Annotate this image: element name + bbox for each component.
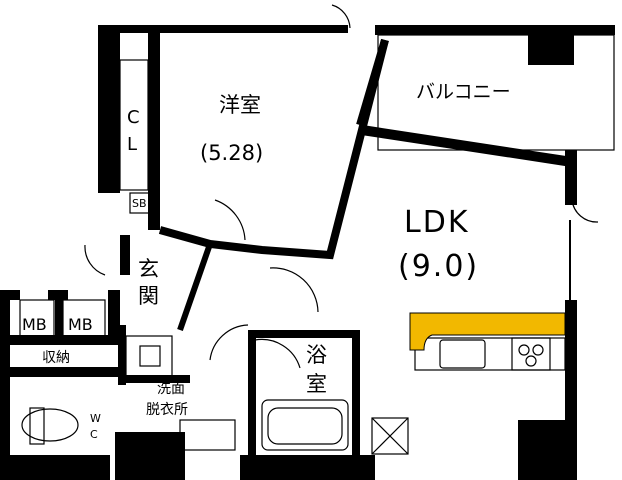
- balcony-outline: [377, 34, 615, 151]
- door-ldk-swing: [571, 199, 599, 223]
- utility-box: [371, 417, 409, 455]
- ldk-size: (9.0): [398, 249, 479, 284]
- wall-balcony-top: [375, 25, 615, 35]
- wall-entrance-left: [120, 235, 130, 275]
- washbasin-inner: [139, 345, 161, 367]
- wall-mb-top: [0, 290, 20, 300]
- bath-label-2: 室: [306, 372, 327, 396]
- utility-x2: [371, 417, 409, 455]
- mb1-outline: [19, 299, 55, 337]
- door-entrance-swing: [269, 267, 319, 313]
- bathtub: [261, 399, 349, 451]
- entrance-label-1: 玄: [138, 257, 159, 281]
- wash-sink: [179, 419, 236, 451]
- sb-label: SB: [132, 197, 147, 210]
- wall-entrance-diagonal: [177, 243, 213, 331]
- door-wash-swing: [209, 324, 249, 361]
- washbasin-box: [125, 335, 173, 377]
- wall-left: [0, 290, 10, 480]
- walls: [0, 25, 615, 480]
- wall-top: [98, 25, 348, 33]
- wall-balcony-block: [528, 25, 574, 65]
- toilet-tank: [29, 407, 45, 445]
- wall-bath-left: [248, 330, 256, 455]
- wall-western-left: [148, 25, 160, 230]
- wall-west-closet: [98, 25, 120, 193]
- wall-bottom-mid: [115, 432, 185, 480]
- ldk-label: LDK: [404, 205, 470, 240]
- bathtub-inner: [267, 407, 343, 445]
- washroom-label-2: 脱衣所: [146, 402, 188, 418]
- door-western-swing: [214, 199, 246, 241]
- wall-mb-right: [108, 290, 120, 340]
- entrance-label-2: 関: [138, 284, 159, 308]
- wall-bottom-right: [518, 420, 577, 480]
- burner-1: [518, 344, 530, 356]
- wall-bath-top: [248, 330, 360, 338]
- wall-mb-divider: [55, 290, 63, 340]
- kitchen-counter: [414, 337, 566, 371]
- washroom-label-1: 洗面: [157, 381, 185, 397]
- mb1-label: MB: [22, 315, 47, 334]
- bath-label-1: 浴: [306, 343, 327, 367]
- wall-balcony-diagonal: [361, 125, 573, 167]
- closet-outline: [119, 59, 149, 191]
- wall-wash-top: [118, 375, 190, 383]
- closet-label-l: L: [127, 134, 137, 155]
- wall-balcony-left: [356, 38, 389, 127]
- closet-label-c: C: [127, 107, 140, 128]
- storage-label: 収納: [42, 350, 70, 366]
- toilet-bowl: [21, 408, 79, 442]
- kitchen-sink: [439, 339, 486, 369]
- kitchen-counter-bar: [409, 312, 566, 351]
- door-top-swing: [331, 4, 351, 29]
- wall-bottom-center: [240, 455, 375, 480]
- door-mb-swing: [84, 244, 106, 276]
- burner-3: [525, 355, 537, 367]
- wall-wash-left: [118, 325, 126, 385]
- wall-storage-bottom: [0, 367, 118, 377]
- wall-western-diagonal: [158, 39, 389, 260]
- stove: [511, 337, 551, 371]
- burner-2: [532, 344, 544, 356]
- wall-bottom-left: [0, 455, 110, 480]
- slanted-walls: [158, 38, 573, 331]
- wc-label-w: W: [90, 412, 101, 425]
- western-room-name: 洋室: [219, 93, 261, 117]
- mb2-label: MB: [68, 315, 93, 334]
- thin-lines: [10, 4, 615, 455]
- western-room-size: (5.28): [200, 141, 263, 165]
- sb-outline: [129, 192, 155, 214]
- balcony-label: バルコニー: [416, 81, 511, 103]
- wc-label-c: C: [90, 428, 98, 441]
- door-bath-swing: [254, 338, 301, 369]
- mb2-outline: [62, 299, 106, 337]
- wall-bath-right: [352, 330, 360, 455]
